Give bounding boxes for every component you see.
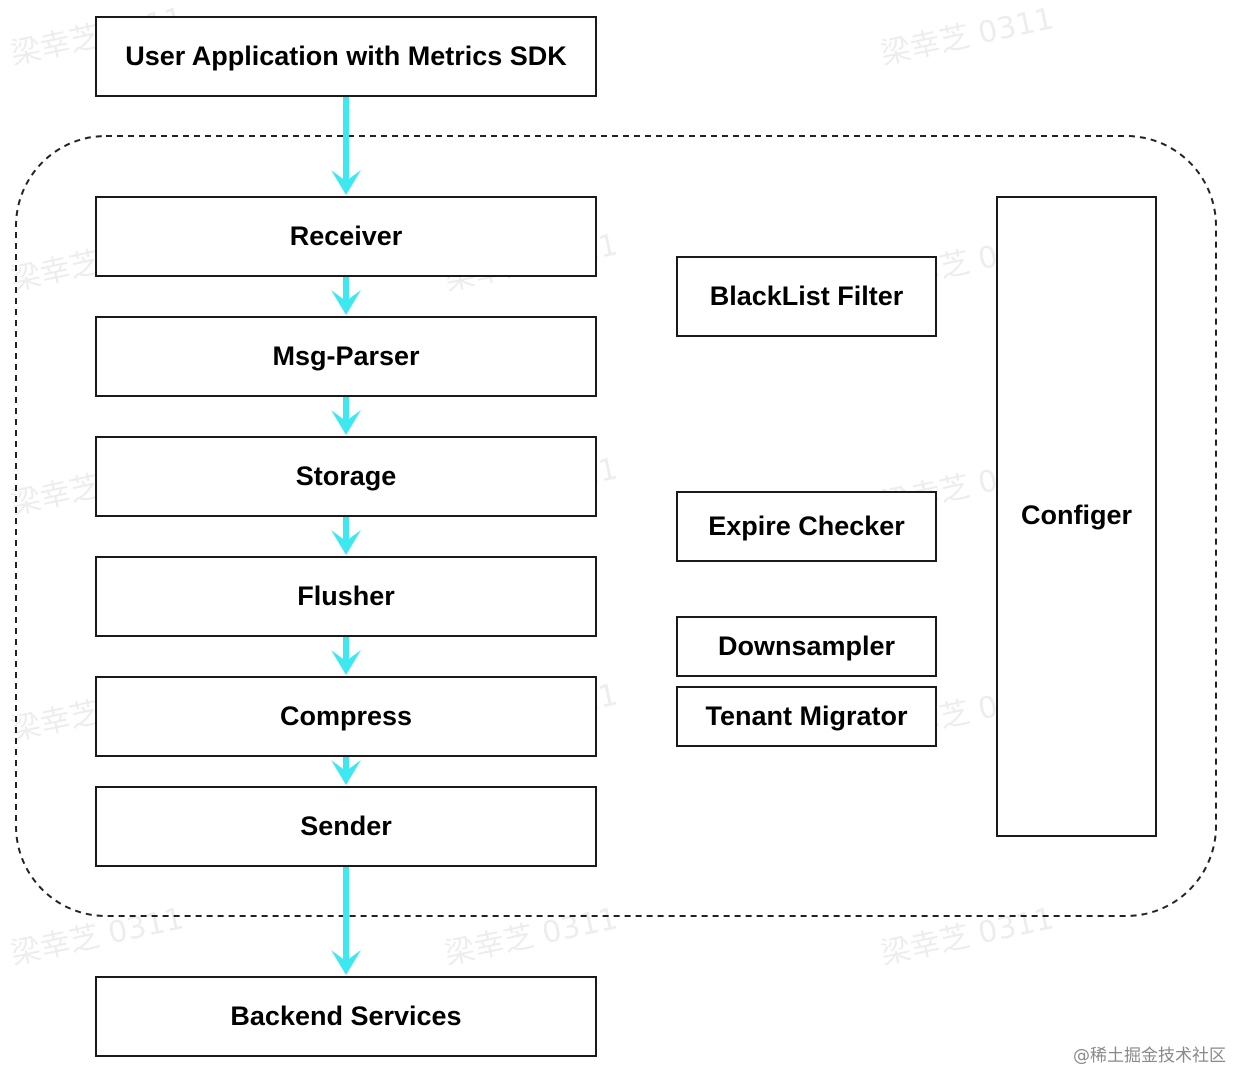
arrow-compress-to-sender (331, 757, 361, 785)
credit-text: @稀土掘金技术社区 (1073, 1046, 1226, 1066)
node-sender: Sender (95, 786, 597, 867)
node-compress: Compress (95, 676, 597, 757)
node-backend-services: Backend Services (95, 976, 597, 1057)
node-tenant-migrator: Tenant Migrator (676, 686, 937, 747)
node-receiver: Receiver (95, 196, 597, 277)
node-configer: Configer (996, 196, 1157, 837)
node-storage: Storage (95, 436, 597, 517)
arrow-flusher-to-compress (331, 637, 361, 675)
arrow-parser-to-storage (331, 397, 361, 435)
node-user-application: User Application with Metrics SDK (95, 16, 597, 97)
node-expire-checker: Expire Checker (676, 491, 937, 562)
arrow-sender-to-backend (331, 867, 361, 975)
flow-arrows (331, 97, 361, 975)
arrow-receiver-to-parser (331, 277, 361, 315)
system-boundary (15, 135, 1217, 917)
node-blacklist-filter: BlackList Filter (676, 256, 937, 337)
node-msg-parser: Msg-Parser (95, 316, 597, 397)
node-downsampler: Downsampler (676, 616, 937, 677)
arrow-app-to-receiver (331, 97, 361, 195)
node-flusher: Flusher (95, 556, 597, 637)
arrow-storage-to-flusher (331, 517, 361, 555)
